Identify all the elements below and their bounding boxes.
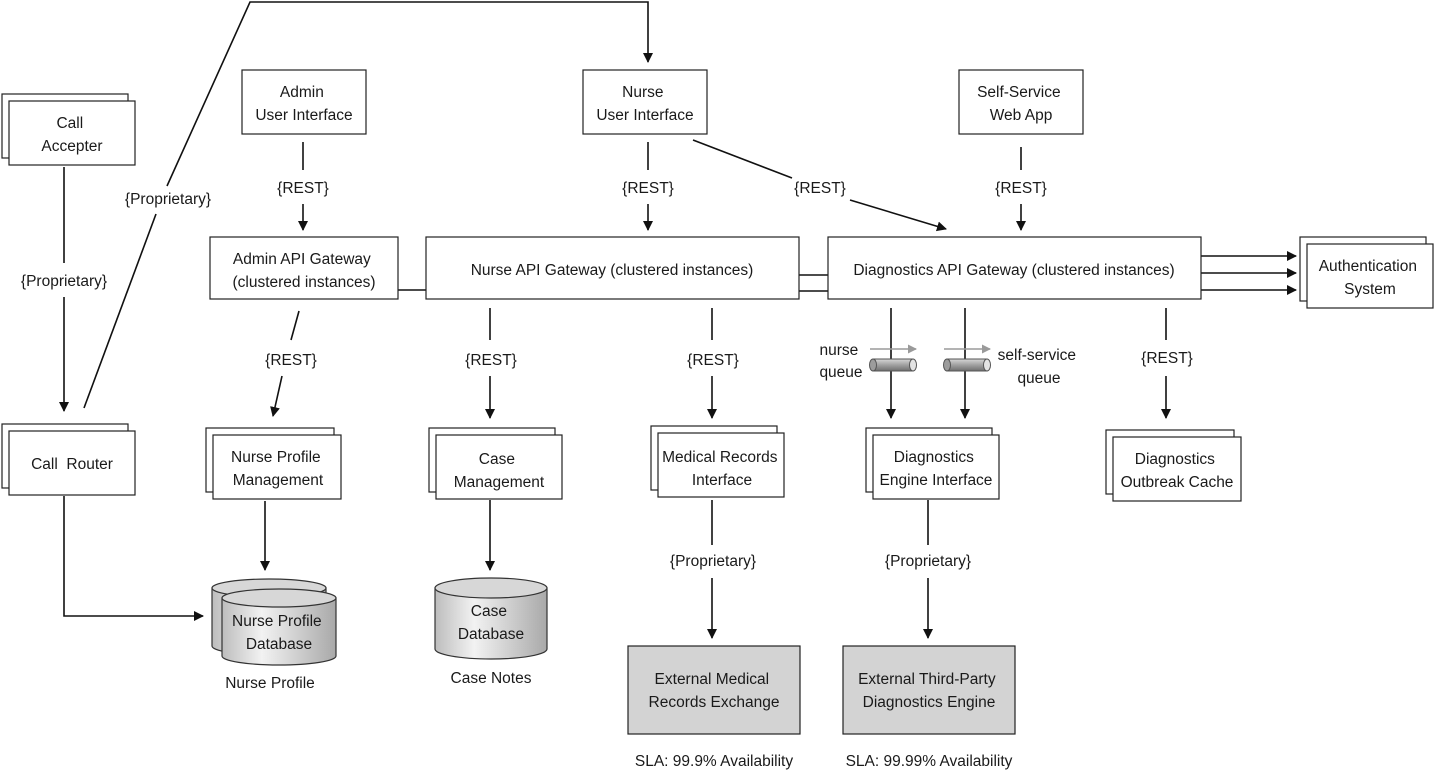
edge-admingw-npm-b (270, 375, 283, 417)
self-service-queue-pipe (943, 358, 991, 372)
call-accepter-label: Call Accepter (41, 115, 102, 155)
self-service-queue-label: self-service queue (998, 347, 1081, 387)
ext-diag-engine-box[interactable] (842, 645, 1016, 735)
edge-label-proprietary-router-nurseui: {Proprietary} (125, 191, 211, 208)
case-db-label: Case Database (458, 603, 524, 643)
edge-nurseui-diaggw-b (849, 199, 947, 232)
edges (59, 1, 1297, 639)
medical-records-interface-box[interactable] (657, 432, 785, 498)
admin-gateway-label: Admin API Gateway (clustered instances) (232, 251, 375, 291)
ext-diag-engine-label: External Third-Party Diagnostics Engine (858, 671, 1000, 711)
medical-records-interface-label: Medical Records Interface (662, 449, 782, 489)
diag-gateway-box[interactable] (827, 236, 1202, 300)
ext-medical-records-label: External Medical Records Exchange (649, 671, 780, 711)
nurse-queue-label: nurse queue (819, 342, 862, 381)
edge-label-rest-nurseui: {REST} (622, 180, 674, 197)
admin-ui-box[interactable] (241, 69, 367, 135)
edge-label-rest-nurseui-diag: {REST} (794, 180, 846, 197)
edge-label-rest-admingw: {REST} (265, 352, 317, 369)
edge-router-nurseui-a (83, 213, 157, 409)
edge-label-rest-cache: {REST} (1141, 350, 1193, 367)
diag-outbreak-cache-box[interactable] (1112, 436, 1242, 502)
diag-outbreak-cache-label: Diagnostics Outbreak Cache (1121, 451, 1234, 491)
nurse-profile-mgmt-label: Nurse Profile Management (231, 449, 325, 489)
edge-label-rest-mri: {REST} (687, 352, 739, 369)
edge-label-rest-adminui: {REST} (277, 180, 329, 197)
edge-router-nurseui-b (166, 1, 653, 187)
case-mgmt-box[interactable] (435, 434, 563, 500)
call-accepter-box[interactable] (8, 100, 136, 166)
case-notes-caption: Case Notes (451, 670, 532, 687)
admin-gateway-box[interactable] (209, 236, 399, 300)
edge-router-db (63, 496, 204, 621)
admin-ui-label: Admin User Interface (255, 84, 352, 124)
edge-label-proprietary-accepter-router: {Proprietary} (21, 273, 107, 290)
edge-label-rest-case: {REST} (465, 352, 517, 369)
nurse-gateway-box[interactable] (425, 236, 800, 300)
ext-medical-records-box[interactable] (627, 645, 801, 735)
call-router-box[interactable] (8, 430, 136, 496)
edge-label-proprietary-mri: {Proprietary} (670, 553, 756, 570)
diag-engine-interface-box[interactable] (872, 434, 1000, 500)
nurse-profile-db-label: Nurse Profile Database (232, 613, 326, 653)
edge-label-rest-selfui: {REST} (995, 180, 1047, 197)
nurse-queue-pipe (869, 358, 917, 372)
nurse-profile-mgmt-box[interactable] (212, 434, 342, 500)
selfservice-app-box[interactable] (958, 69, 1084, 135)
nurse-profile-db-cylinder[interactable] (211, 578, 337, 666)
edge-nurseui-diaggw-a (692, 139, 793, 179)
call-router-label: Call Router (31, 456, 113, 473)
sla-medical-caption: SLA: 99.9% Availability (635, 753, 794, 770)
diag-gateway-label: Diagnostics API Gateway (clustered insta… (853, 262, 1174, 279)
diag-engine-interface-label: Diagnostics Engine Interface (880, 449, 993, 489)
auth-system-label: Authentication System (1319, 258, 1422, 298)
nurse-ui-label: Nurse User Interface (596, 84, 693, 124)
nurse-gateway-label: Nurse API Gateway (clustered instances) (471, 262, 754, 279)
selfservice-app-label: Self-Service Web App (977, 84, 1065, 124)
case-db-cylinder[interactable] (434, 577, 548, 660)
nurse-ui-box[interactable] (582, 69, 708, 135)
edge-label-proprietary-dei: {Proprietary} (885, 553, 971, 570)
edge-admingw-npm-a (290, 310, 300, 341)
auth-system-box[interactable] (1306, 243, 1434, 309)
sla-diag-caption: SLA: 99.99% Availability (846, 753, 1013, 770)
case-mgmt-label: Case Management (454, 451, 545, 491)
nurse-profile-caption: Nurse Profile (225, 675, 315, 692)
